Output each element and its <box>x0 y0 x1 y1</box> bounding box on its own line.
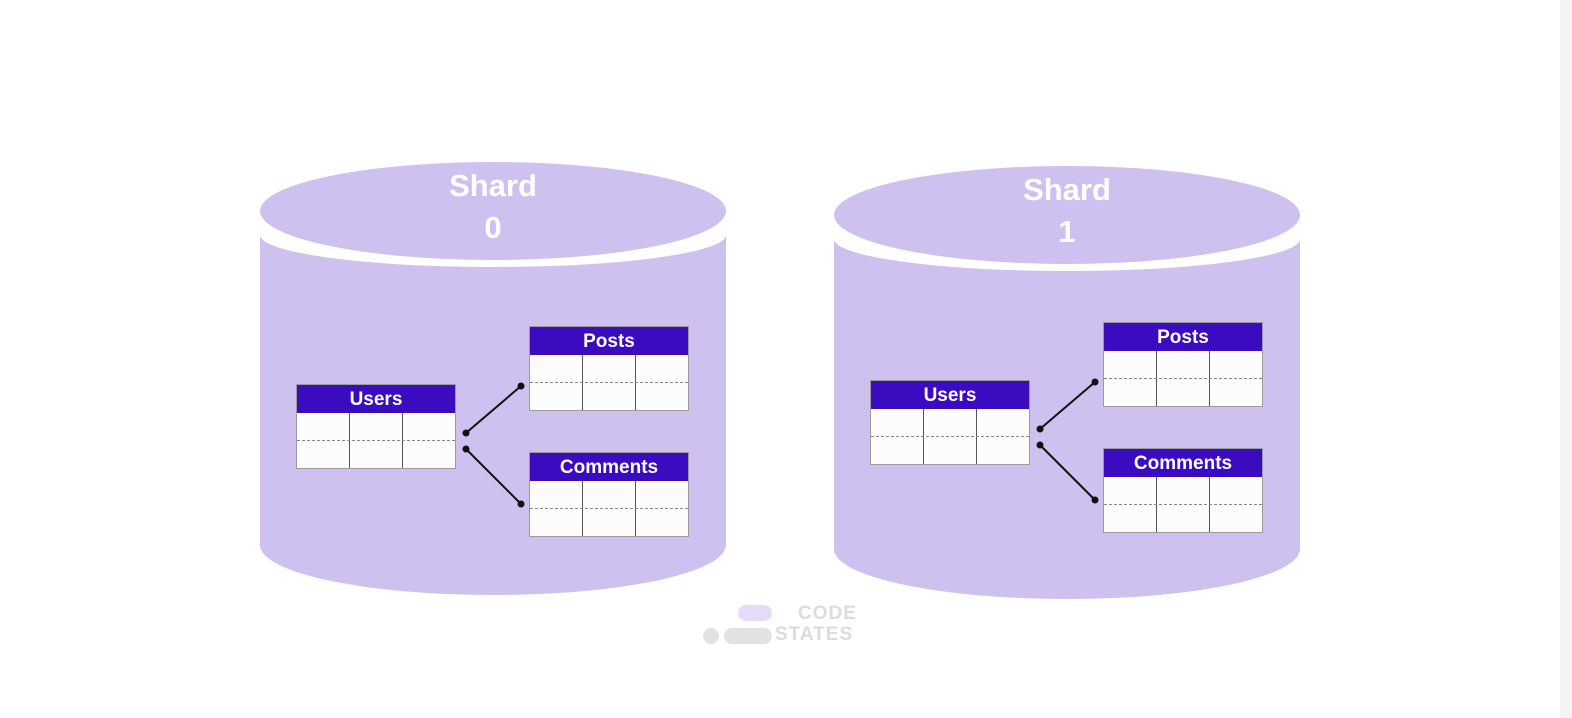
shard-1-title-line1: Shard <box>1023 172 1111 207</box>
codestates-logo: CODE STATES <box>700 603 870 647</box>
shard-0-title: Shard 0 <box>393 165 593 249</box>
connector-dot <box>1091 378 1099 386</box>
logo-pill-shape <box>738 605 772 621</box>
shard-0-users-table: Users <box>296 384 456 469</box>
table-header: Comments <box>530 453 688 481</box>
table-header: Users <box>871 381 1029 409</box>
table-row <box>530 382 688 410</box>
table-row <box>297 440 455 468</box>
table-header: Posts <box>530 327 688 355</box>
table-row <box>871 436 1029 464</box>
logo-dot-shape <box>703 628 719 644</box>
right-edge-strip <box>1560 0 1572 718</box>
table-row <box>530 355 688 382</box>
connector-dot <box>462 445 470 453</box>
shard-0-comments-table: Comments <box>529 452 689 537</box>
shard-1-comments-table: Comments <box>1103 448 1263 533</box>
logo-word-code: CODE <box>798 603 857 624</box>
table-header: Comments <box>1104 449 1262 477</box>
table-row <box>1104 477 1262 504</box>
shard-0-title-line2: 0 <box>484 210 502 245</box>
connector-dot <box>517 500 525 508</box>
shard-1-title-line2: 1 <box>1058 214 1076 249</box>
table-row <box>1104 378 1262 406</box>
table-row <box>530 508 688 536</box>
table-row <box>297 413 455 440</box>
connector-dot <box>517 382 525 390</box>
connector-dot <box>1036 425 1044 433</box>
shard-1-posts-table: Posts <box>1103 322 1263 407</box>
logo-pill-shape <box>724 628 772 644</box>
table-row <box>1104 504 1262 532</box>
table-row <box>871 409 1029 436</box>
connector-dot <box>1036 441 1044 449</box>
logo-word-states: STATES <box>775 624 854 645</box>
table-header: Users <box>297 385 455 413</box>
connector-dot <box>1091 496 1099 504</box>
table-row <box>530 481 688 508</box>
connector-dot <box>462 429 470 437</box>
table-row <box>1104 351 1262 378</box>
shard-1-users-table: Users <box>870 380 1030 465</box>
shard-0-title-line1: Shard <box>449 168 537 203</box>
table-header: Posts <box>1104 323 1262 351</box>
shard-0-posts-table: Posts <box>529 326 689 411</box>
shard-1-title: Shard 1 <box>967 169 1167 253</box>
